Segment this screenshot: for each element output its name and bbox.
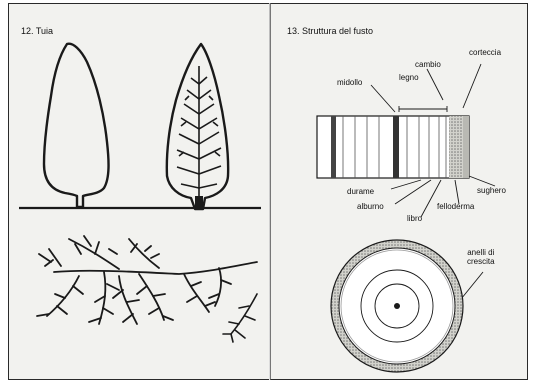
label-libro: libro xyxy=(407,214,422,223)
label-durame: durame xyxy=(347,187,374,196)
label-felloderma: felloderma xyxy=(437,202,474,211)
label-cambio: cambio xyxy=(415,60,441,69)
label-sughero: sughero xyxy=(477,186,506,195)
branch-sprig xyxy=(37,236,257,324)
label-midollo: midollo xyxy=(337,78,362,87)
longitudinal-section xyxy=(317,116,469,178)
label-anelli-di-crescita: anelli di crescita xyxy=(467,248,495,266)
small-sprig xyxy=(223,294,257,342)
label-legno: legno xyxy=(399,73,419,82)
tree-branches-right xyxy=(177,66,221,208)
cross-section xyxy=(331,240,463,372)
tree-outline-right xyxy=(167,44,228,209)
right-page: 13. Struttura del fusto xyxy=(270,3,528,380)
left-page: 12. Tuia xyxy=(8,3,270,380)
tree-outline-left xyxy=(44,44,109,207)
label-alburno: alburno xyxy=(357,202,384,211)
label-corteccia: corteccia xyxy=(469,48,501,57)
tuia-illustration xyxy=(9,4,270,380)
